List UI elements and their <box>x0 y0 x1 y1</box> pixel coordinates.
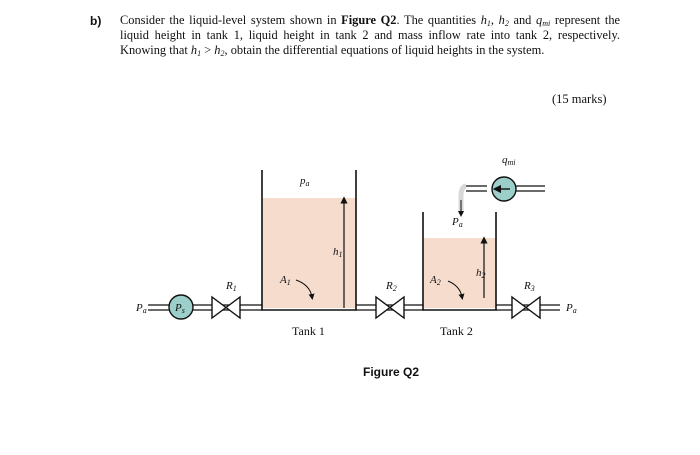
marks-label: (15 marks) <box>552 92 607 106</box>
figure-reference: Figure Q2 <box>341 13 397 27</box>
condition-h1: h1 <box>190 43 202 58</box>
pa-left-label: Pa <box>135 302 147 315</box>
tank1-walls <box>261 170 357 311</box>
tank2-label: Tank 2 <box>440 324 473 338</box>
h1-label: h1 <box>333 246 343 259</box>
figure-caption: Figure Q2 <box>363 365 419 379</box>
pa-tank1-label: pa <box>299 175 310 188</box>
valve-r1 <box>211 295 241 320</box>
h2-label: h2 <box>476 267 486 280</box>
qmi-label: qmi <box>502 154 516 167</box>
r3-label: R3 <box>523 280 535 293</box>
a2-arrow <box>447 280 465 300</box>
question-text-part-3: represent the liquid height in tank 1, l… <box>120 13 621 57</box>
a2-label: A2 <box>429 274 441 287</box>
a1-arrow <box>295 279 315 300</box>
condition-h2: h2 <box>214 43 225 58</box>
r1-label: R1 <box>225 280 237 293</box>
question-label: b) <box>90 14 102 28</box>
ps-label: Ps <box>174 302 185 315</box>
pa-tank2-label: Pa <box>451 216 463 229</box>
r2-label: R2 <box>385 280 397 293</box>
a1-label: A1 <box>279 274 291 287</box>
inflow-stream <box>458 183 467 214</box>
pressure-source <box>168 294 194 320</box>
question-text-part-4: , obtain the differential equations of l… <box>224 43 545 57</box>
var-qmi: qmi <box>536 13 551 28</box>
question-text-part-1: Consider the liquid-level system shown i… <box>120 13 342 27</box>
valve-r3 <box>511 295 541 320</box>
var-h2: h2 <box>498 13 509 28</box>
tank1-label: Tank 1 <box>292 324 325 338</box>
pa-right-label: Pa <box>565 302 577 315</box>
question-text-part-2: . The quantities <box>396 13 481 27</box>
valve-r2 <box>375 295 405 320</box>
question-text: Consider the liquid-level system shown i… <box>120 13 621 58</box>
var-h1: h1 <box>480 13 491 28</box>
tank2-walls <box>422 212 497 311</box>
